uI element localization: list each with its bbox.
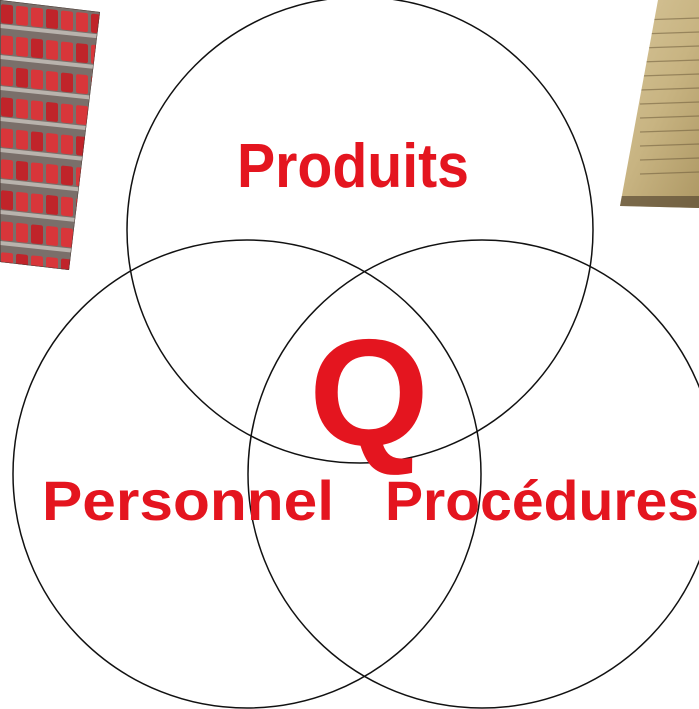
label-produits: Produits <box>237 132 469 201</box>
label-center-q: Q <box>309 308 429 478</box>
circle-produits <box>126 0 594 464</box>
circle-procedures <box>247 239 699 709</box>
label-procedures: Procédures <box>385 469 699 532</box>
label-personnel: Personnel <box>42 469 334 532</box>
old-document-photo <box>620 0 699 208</box>
warehouse-shelves-photo <box>0 0 100 270</box>
circle-personnel <box>12 239 482 709</box>
